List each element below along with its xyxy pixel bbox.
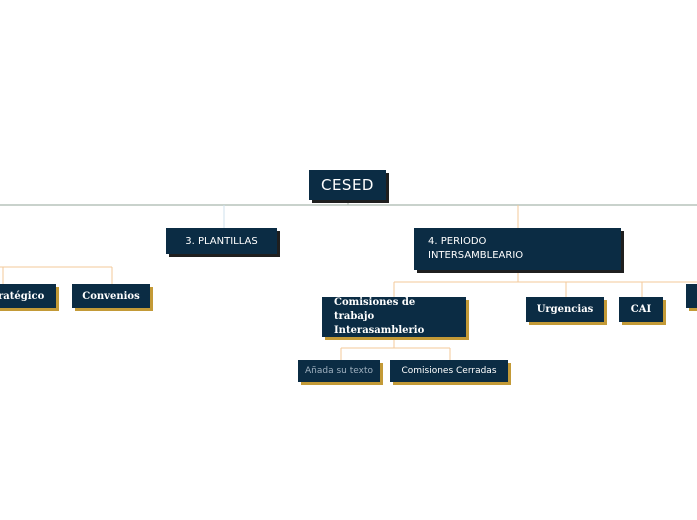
root-label: CESED [320,176,374,194]
cai-node[interactable]: CAI [619,297,663,322]
plantillas-label: 3. PLANTILLAS [185,235,258,247]
urgencias-node[interactable]: Urgencias [526,297,604,322]
periodo-label: 4. PERIODO INTERSAMBLEARIO [428,236,524,261]
cerradas-label: Comisiones Cerradas [401,366,497,376]
convenios-node[interactable]: Convenios [72,284,150,308]
comisiones-label: Comisiones de trabajo Interasamblerio [334,297,425,336]
placeholder-label: Añada su texto [305,366,373,376]
cai-label: CAI [630,304,652,315]
root-node[interactable]: CESED [309,170,386,200]
plantillas-node[interactable]: 3. PLANTILLAS [166,228,277,254]
placeholder-node[interactable]: Añada su texto [298,360,380,382]
periodo-node[interactable]: 4. PERIODO INTERSAMBLEARIO [414,228,621,270]
cerradas-node[interactable]: Comisiones Cerradas [390,360,508,382]
edge-node[interactable] [686,284,697,308]
comisiones-node[interactable]: Comisiones de trabajo Interasamblerio [322,297,466,337]
estrategico-node[interactable]: ratégico [0,284,56,308]
convenios-label: Convenios [82,290,140,302]
urgencias-label: Urgencias [536,304,594,315]
estrategico-label: ratégico [0,290,45,302]
